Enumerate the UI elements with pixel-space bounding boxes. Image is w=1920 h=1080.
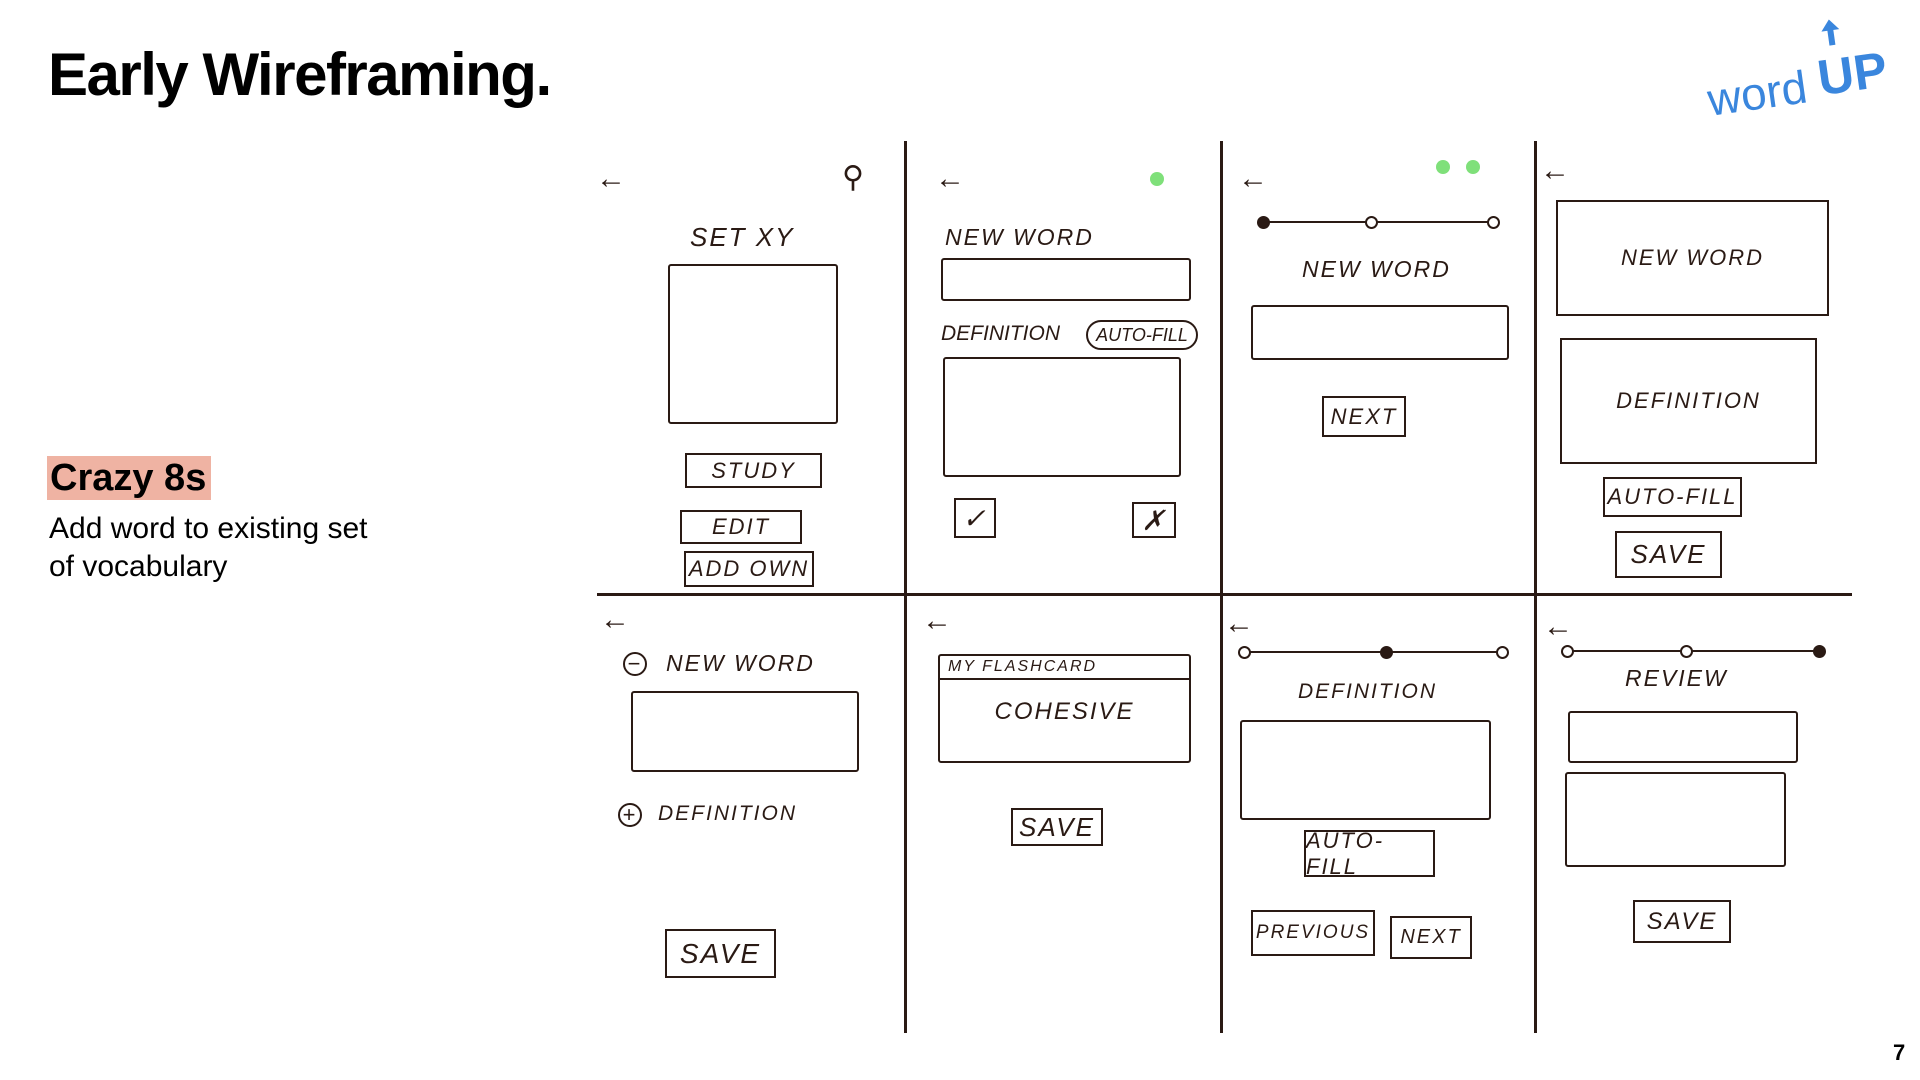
save-button[interactable]: SAVE	[665, 929, 776, 978]
auto-fill-button[interactable]: AUTO-FILL	[1086, 320, 1198, 350]
definition-label: DEFINITION	[1298, 680, 1437, 703]
study-button[interactable]: STUDY	[685, 453, 822, 488]
definition-label: DEFINITION	[658, 802, 797, 825]
save-button[interactable]: SAVE	[1615, 531, 1722, 578]
status-dot	[1466, 160, 1480, 174]
back-arrow-icon: ←	[1543, 610, 1575, 643]
slider-knob[interactable]	[1380, 646, 1393, 659]
flashcard-word: COHESIVE	[994, 698, 1135, 725]
definition-field[interactable]	[1565, 772, 1786, 867]
definition-input[interactable]	[1240, 720, 1491, 820]
search-icon: ⚲	[842, 161, 866, 194]
back-arrow-icon: ←	[922, 604, 954, 637]
auto-fill-button[interactable]: AUTO-FILL	[1304, 828, 1435, 879]
auto-fill-button[interactable]: AUTO-FILL	[1603, 477, 1742, 517]
slider-knob[interactable]	[1496, 646, 1509, 659]
new-word-input[interactable]	[631, 691, 859, 772]
back-arrow-icon: ←	[1224, 607, 1256, 640]
page-number: 7	[1893, 1040, 1906, 1065]
status-dot	[1150, 172, 1164, 186]
back-arrow-icon: ←	[1540, 154, 1572, 187]
divider	[904, 141, 907, 1033]
word-field[interactable]	[1568, 711, 1798, 763]
back-arrow-icon: ←	[1238, 162, 1270, 195]
collapse-icon[interactable]: −	[623, 652, 647, 676]
slider-knob[interactable]	[1487, 216, 1500, 229]
new-word-label: NEW WORD	[945, 224, 1094, 250]
flashcard-header: MY FLASHCARD	[940, 656, 1189, 680]
review-label: REVIEW	[1625, 665, 1728, 691]
section-description: Add word to existing set of vocabulary	[49, 512, 368, 583]
new-word-input[interactable]	[941, 258, 1191, 301]
definition-input[interactable]	[943, 357, 1181, 477]
next-button[interactable]: NEXT	[1322, 396, 1406, 437]
definition-field[interactable]: DEFINITION	[1560, 338, 1817, 464]
save-button[interactable]: SAVE	[1633, 900, 1731, 943]
divider	[597, 593, 1852, 596]
confirm-checkbox[interactable]: ✓	[954, 498, 996, 538]
save-button[interactable]: SAVE	[1011, 808, 1103, 846]
slider-knob[interactable]	[1561, 645, 1574, 658]
add-own-button[interactable]: ADD OWN	[684, 551, 814, 587]
status-dot	[1436, 160, 1450, 174]
definition-label: DEFINITION	[941, 322, 1060, 345]
progress-slider[interactable]	[1257, 216, 1500, 229]
back-arrow-icon: ←	[600, 603, 632, 636]
slide-title: Early Wireframing.	[48, 41, 552, 108]
set-title: SET XY	[690, 222, 795, 252]
new-word-label: NEW WORD	[1302, 256, 1451, 282]
slider-knob[interactable]	[1257, 216, 1270, 229]
new-word-field[interactable]: NEW WORD	[1556, 200, 1829, 316]
progress-slider[interactable]	[1238, 646, 1509, 659]
card-placeholder	[668, 264, 838, 424]
section-heading: Crazy 8s	[47, 456, 212, 500]
divider	[1220, 141, 1223, 1033]
slider-knob[interactable]	[1365, 216, 1378, 229]
progress-slider[interactable]	[1561, 645, 1826, 658]
slider-knob[interactable]	[1813, 645, 1826, 658]
new-word-input[interactable]	[1251, 305, 1509, 360]
divider	[1534, 141, 1537, 1033]
slider-knob[interactable]	[1238, 646, 1251, 659]
cancel-checkbox[interactable]: ✗	[1132, 502, 1176, 538]
edit-button[interactable]: EDIT	[680, 510, 802, 544]
slider-knob[interactable]	[1680, 645, 1693, 658]
flashcard: MY FLASHCARD COHESIVE	[938, 654, 1191, 763]
next-button[interactable]: NEXT	[1390, 916, 1472, 959]
back-arrow-icon: ←	[935, 162, 967, 195]
previous-button[interactable]: PREVIOUS	[1251, 910, 1375, 956]
expand-icon[interactable]: +	[618, 803, 642, 827]
back-arrow-icon: ←	[596, 162, 628, 195]
new-word-label: NEW WORD	[666, 650, 815, 676]
